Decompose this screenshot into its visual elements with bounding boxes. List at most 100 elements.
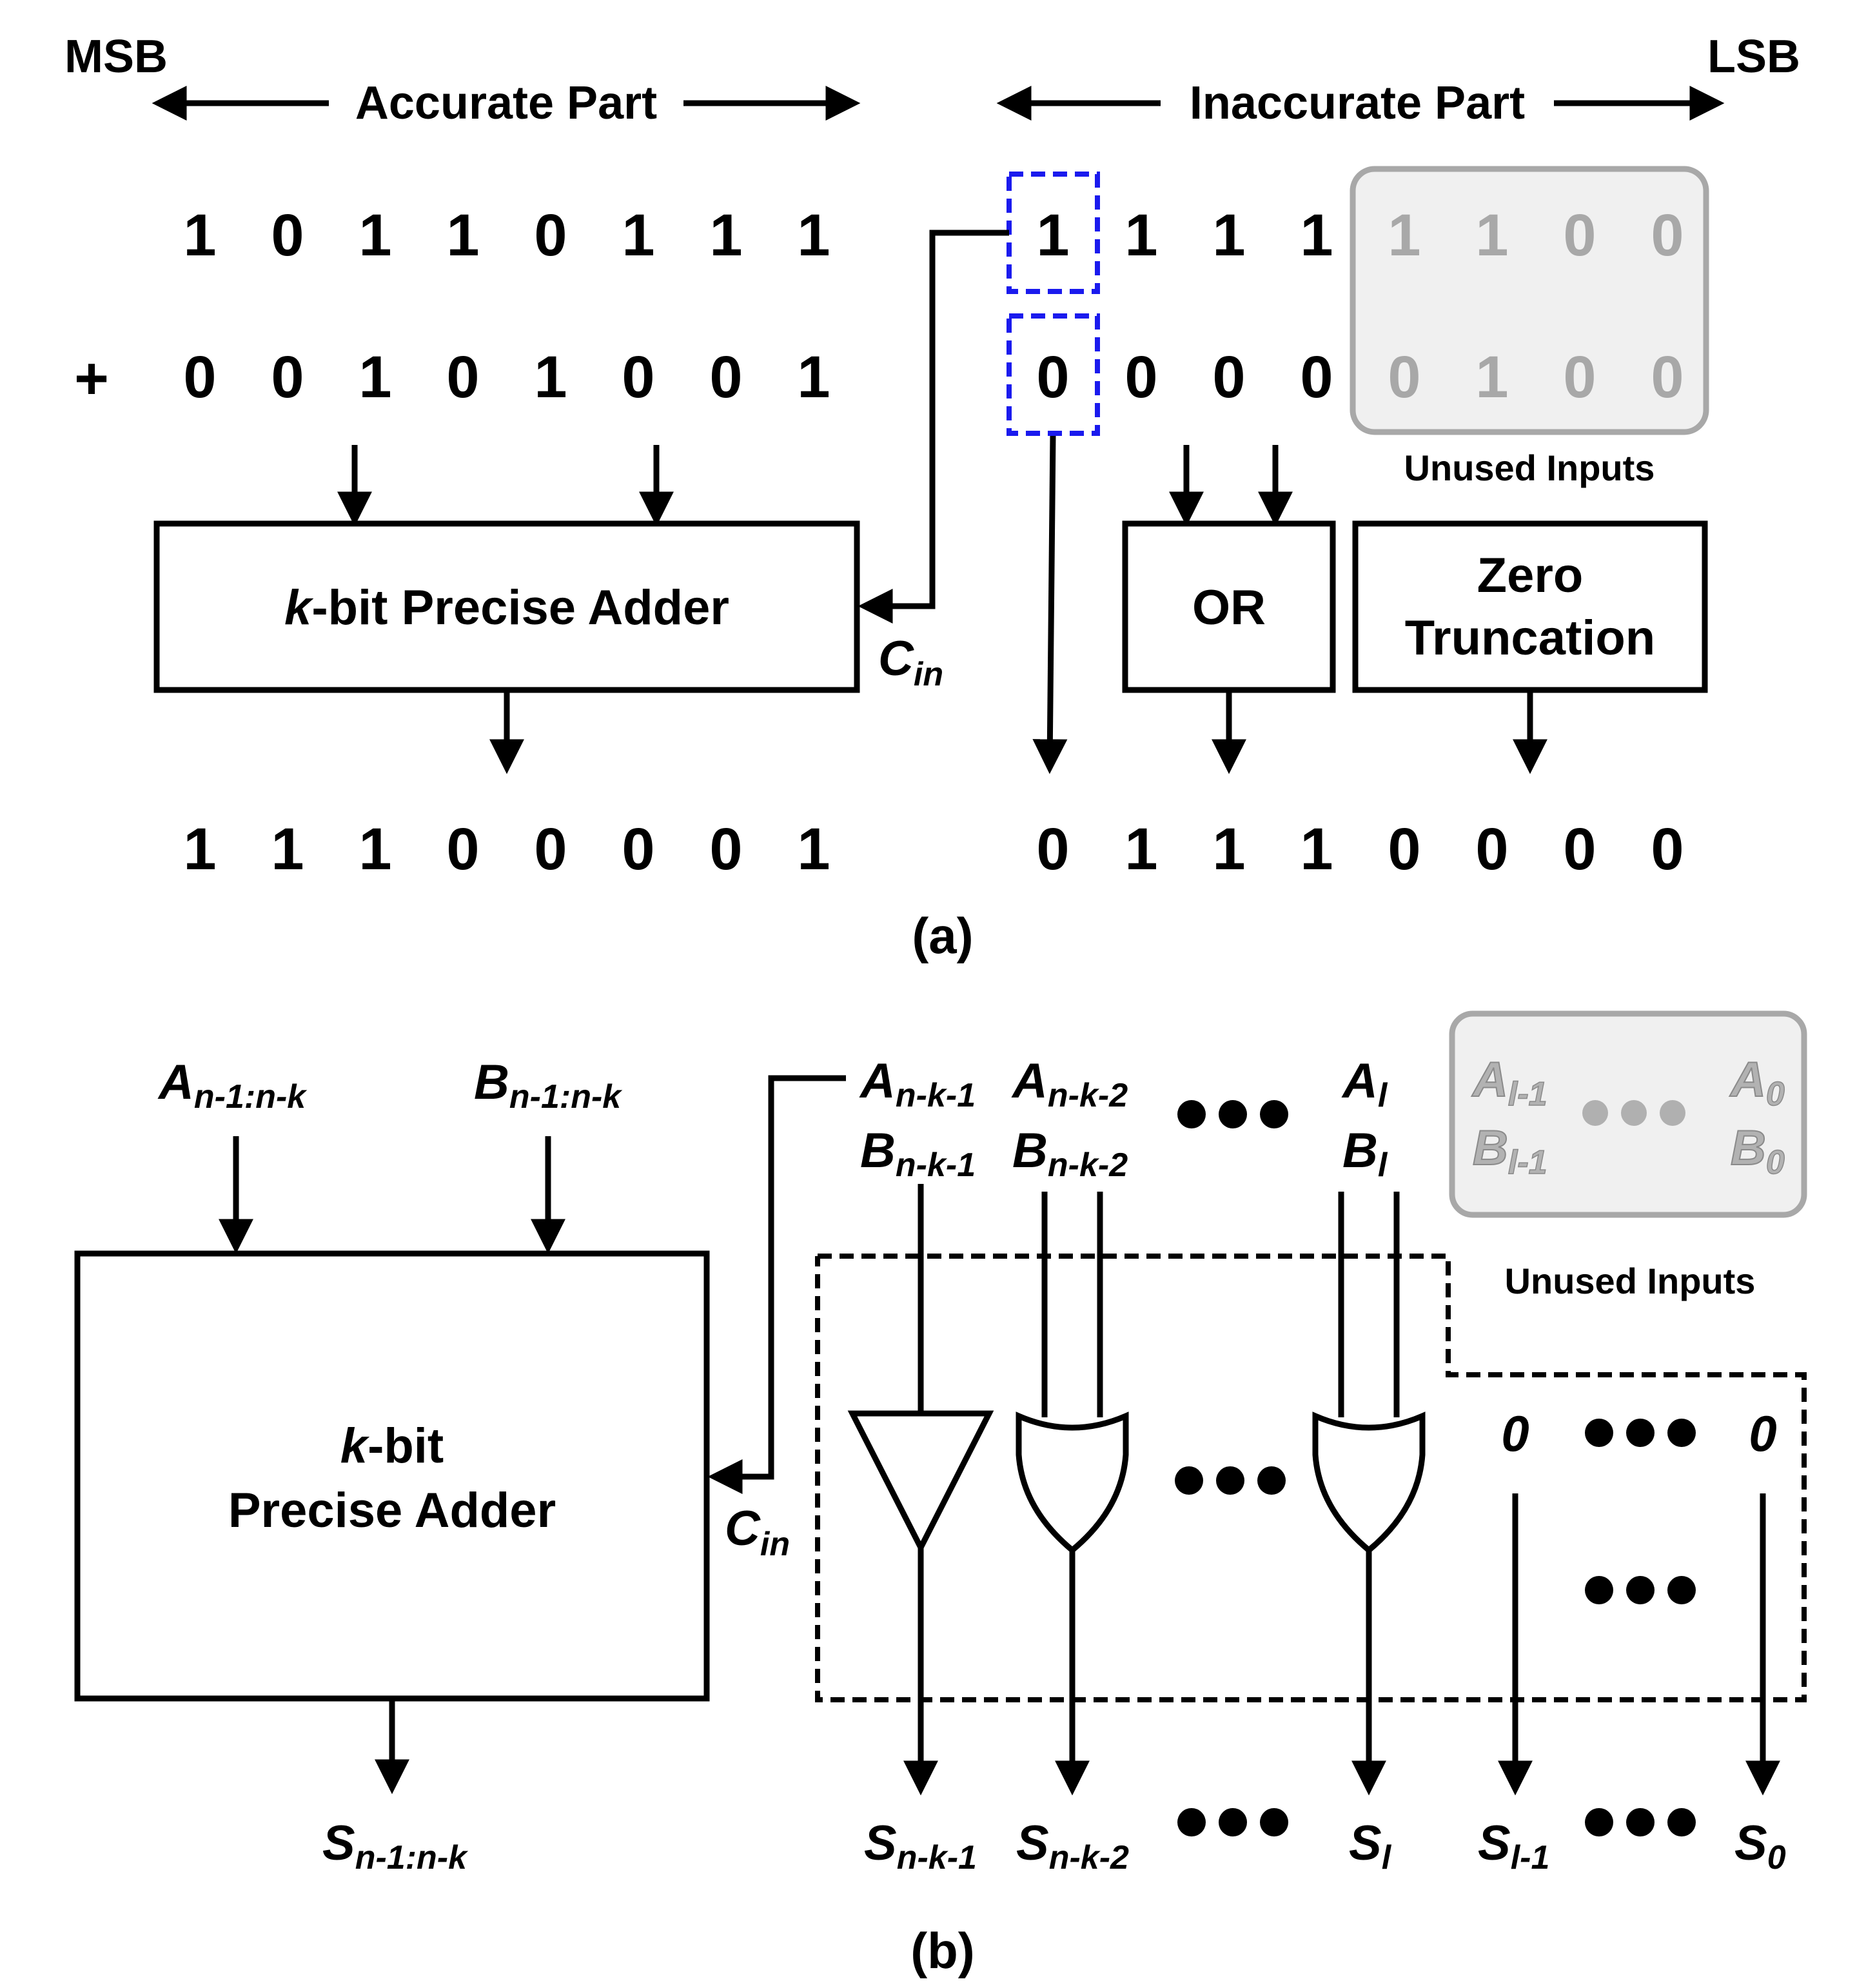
b-main: B: [474, 1055, 509, 1110]
input-al: Al: [1341, 1054, 1388, 1114]
cin-b-sub: in: [760, 1526, 790, 1563]
panel_a.row2_unused-3: 0: [1651, 344, 1684, 410]
adder-b-rest: -bit: [368, 1419, 444, 1473]
input-b-label: Bn-1:n-k: [474, 1055, 623, 1116]
dots-gates: [1175, 1466, 1286, 1495]
t: l-1: [1511, 1839, 1550, 1876]
inaccurate-region-boundary: [815, 1254, 1807, 1702]
panel_a.row1_unused-0: 1: [1388, 202, 1420, 268]
unused-inputs-box: [1350, 166, 1709, 435]
precise-adder-box-b: [74, 1250, 710, 1702]
cin-label-a: Cin: [878, 631, 943, 693]
panel_a.row2_inaccurate-0: 0: [1036, 344, 1069, 410]
t: n-k-1: [896, 1077, 976, 1114]
t: 0: [1766, 1144, 1785, 1181]
cin-label-b: Cin: [725, 1501, 790, 1563]
unused-inputs-label: Unused Inputs: [1404, 448, 1655, 488]
panel_a.row2_accurate-3: 0: [446, 344, 479, 410]
t: l: [1378, 1077, 1388, 1114]
t: B: [1012, 1123, 1048, 1178]
carry-in-wire-a: [858, 230, 1009, 624]
t: S: [1016, 1816, 1049, 1871]
a-sub: n-1:n-k: [194, 1078, 308, 1116]
a-main: A: [157, 1055, 194, 1110]
sum-n-k-1: Sn-k-1: [864, 1816, 977, 1876]
t: B: [1342, 1123, 1378, 1178]
or-gate-l: [1312, 1412, 1426, 1554]
or-box: [1122, 520, 1336, 693]
t: l: [1378, 1147, 1388, 1184]
adder-label-line1: k-bit: [340, 1419, 444, 1473]
or-gate-1: [1016, 1412, 1129, 1554]
t: 0: [1766, 1076, 1785, 1113]
t: 0: [1767, 1839, 1786, 1876]
adder-b-k: k: [340, 1419, 370, 1473]
s-high-main: S: [322, 1816, 355, 1871]
t: S: [864, 1816, 897, 1871]
panel_a.result_inaccurate-7: 0: [1651, 816, 1684, 882]
adder-rest: -bit Precise Adder: [311, 580, 729, 635]
panel_a.row2_accurate-2: 1: [358, 344, 391, 410]
panel_a.result_accurate-2: 1: [358, 816, 391, 882]
panel-b: An-1:n-k Bn-1:n-k k-bit Precise Adder Sn…: [74, 1010, 1807, 1979]
panel_a.row1_unused-1: 1: [1475, 202, 1508, 268]
panel_a.result_inaccurate-0: 0: [1036, 816, 1069, 882]
panel-a: MSB LSB Accurate Part Inaccurate Part Un…: [64, 31, 1800, 964]
adder-k: k: [284, 580, 314, 635]
t: l-1: [1508, 1076, 1547, 1113]
t: n-k-2: [1049, 1839, 1129, 1876]
panel_a.row1_accurate-6: 1: [709, 202, 742, 268]
panel_a.row2_inaccurate-1: 0: [1125, 344, 1157, 410]
t: l-1: [1508, 1144, 1547, 1181]
panel_a.result_inaccurate-3: 1: [1300, 816, 1333, 882]
panel_a.result_accurate-0: 1: [183, 816, 216, 882]
t: A: [1341, 1054, 1378, 1108]
b-sub: n-1:n-k: [509, 1078, 623, 1116]
input-an-k-2: An-k-2: [1011, 1054, 1128, 1114]
panel_a.result_accurate-1: 1: [271, 816, 304, 882]
caption-b: (b): [910, 1922, 975, 1979]
t: n-k-1: [897, 1839, 977, 1876]
t: A: [1011, 1054, 1048, 1108]
unused-b0: B0: [1731, 1121, 1785, 1181]
unused-a0: A0: [1729, 1052, 1785, 1113]
lsb-label: LSB: [1707, 31, 1800, 83]
panel_a.result_inaccurate-2: 1: [1212, 816, 1245, 882]
or-label: OR: [1192, 580, 1266, 635]
panel_a.row1_unused-2: 0: [1563, 202, 1596, 268]
panel_a.row1_inaccurate-1: 1: [1125, 202, 1157, 268]
dots-outputs-1: [1177, 1808, 1288, 1836]
panel_a.row1_inaccurate-2: 1: [1212, 202, 1245, 268]
input-bn-k-1: Bn-k-1: [860, 1123, 976, 1184]
accurate-part-label: Accurate Part: [355, 77, 657, 129]
precise-adder-box-a: [153, 520, 860, 693]
sum-n-k-2: Sn-k-2: [1016, 1816, 1129, 1876]
panel_a.row2_unused-2: 0: [1563, 344, 1596, 410]
panel_a.row1_inaccurate-3: 1: [1300, 202, 1333, 268]
input-an-k-1: An-k-1: [859, 1054, 976, 1114]
input-bl: Bl: [1342, 1123, 1388, 1184]
panel_a.row1_accurate-7: 1: [797, 202, 830, 268]
panel_a.result_inaccurate-4: 0: [1388, 816, 1420, 882]
panel_a.row2_accurate-7: 1: [797, 344, 830, 410]
panel_a.result_inaccurate-5: 0: [1475, 816, 1508, 882]
unused-inputs-label-b: Unused Inputs: [1505, 1261, 1756, 1301]
zero-const-low: 0: [1749, 1405, 1776, 1462]
panel_a.row1_accurate-4: 0: [534, 202, 567, 268]
zero-label: Zero: [1477, 548, 1584, 603]
msb-label: MSB: [64, 31, 168, 83]
panel_a.row2_inaccurate-2: 0: [1212, 344, 1245, 410]
sum-high-label: Sn-1:n-k: [322, 1816, 469, 1876]
panel_a.result_inaccurate-1: 1: [1125, 816, 1157, 882]
input-a-label: An-1:n-k: [157, 1055, 308, 1116]
t: B: [1731, 1121, 1766, 1176]
t: B: [860, 1123, 896, 1178]
precise-adder-label-a: k-bit Precise Adder: [284, 580, 729, 635]
s-high-sub: n-1:n-k: [355, 1839, 469, 1876]
truncation-label: Truncation: [1405, 611, 1655, 665]
t: A: [859, 1054, 896, 1108]
panel_a.row2_accurate-6: 0: [709, 344, 742, 410]
panel_a.result_accurate-5: 0: [622, 816, 654, 882]
